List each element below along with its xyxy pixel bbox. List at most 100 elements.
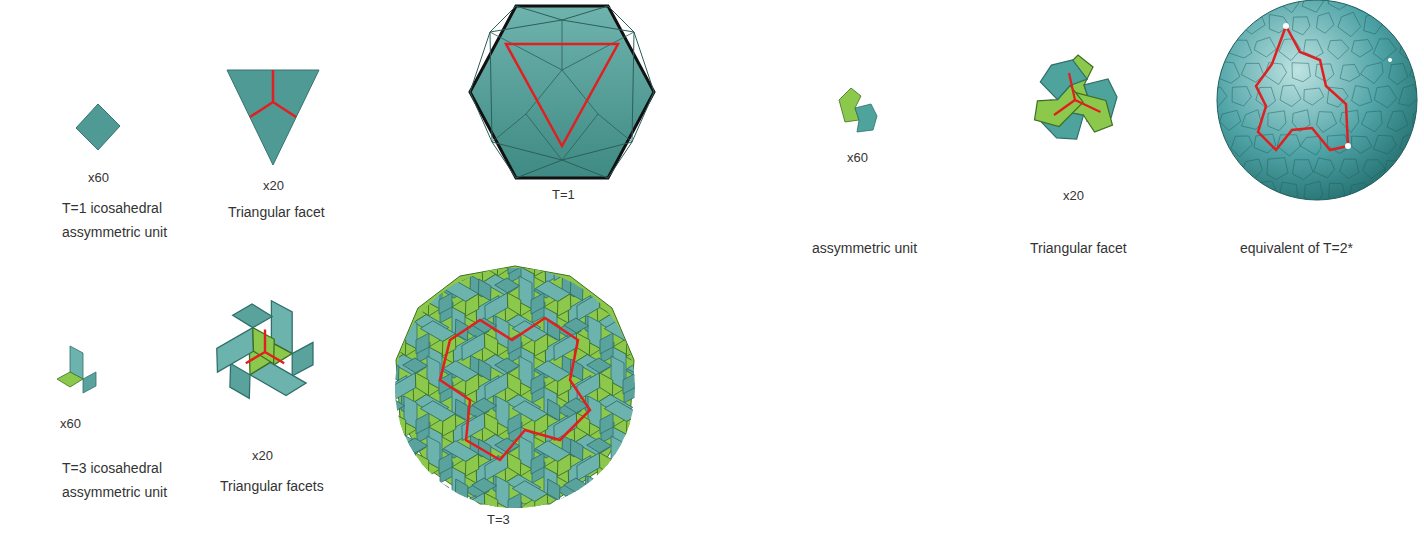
- capsid-tile: [1389, 64, 1408, 85]
- capsid-tile: [1254, 134, 1276, 153]
- capsid-tile: [1241, 159, 1262, 180]
- caption: equivalent of T=2*: [1240, 236, 1353, 260]
- icosahedron: [470, 6, 654, 178]
- caption: T=1 icosahedral assymmetric unit: [62, 196, 187, 244]
- capsid-tile: [1205, 87, 1227, 107]
- capsid-tile: [656, 355, 731, 430]
- capsid-tile: [1220, 110, 1241, 130]
- capsid-tile: [1412, 157, 1424, 177]
- capsid-tile: [1209, 182, 1229, 203]
- copy-count: x20: [1063, 188, 1084, 204]
- capsid-tile: [1400, 0, 1418, 10]
- capsid-tile: [1340, 110, 1359, 132]
- capsid-tile: [595, 414, 698, 517]
- caption: T=3 icosahedral assymmetric unit: [62, 456, 187, 504]
- capsid-tile: [1328, 0, 1347, 10]
- capsid-tile: [1400, 132, 1419, 153]
- capsid-tile: [656, 435, 731, 510]
- copy-count: x60: [847, 150, 868, 166]
- capsid-tile: [1207, 0, 1228, 10]
- capsid-tile: [1340, 159, 1359, 178]
- capsid-tile: [1232, 0, 1253, 9]
- capsid-tile: [1256, 0, 1274, 13]
- t2-capsid: [1205, 0, 1424, 204]
- capsid-tile: [541, 475, 616, 533]
- capsid-tile: [1304, 88, 1324, 105]
- capsid-tile: [1317, 112, 1337, 133]
- capsid-tile: [1208, 134, 1226, 154]
- caption: assymmetric unit: [812, 236, 917, 260]
- capsid-tile: [1254, 181, 1278, 202]
- asymmetric-unit: [839, 88, 877, 132]
- capsid-tile: [388, 454, 491, 533]
- asymmetric-unit: [76, 104, 120, 150]
- capsid-tile: [1329, 183, 1345, 203]
- capsid-tile: [1314, 158, 1335, 178]
- capsid-tile: [1245, 14, 1265, 34]
- caption: T=1: [552, 187, 575, 203]
- capsid-tile: [296, 214, 399, 317]
- capsid-tile: [1400, 40, 1421, 61]
- capsid-tile: [1269, 14, 1289, 33]
- capsid-tile: [1280, 85, 1301, 107]
- capsid-tile: [1410, 62, 1424, 81]
- capsid-tile: [1229, 40, 1252, 58]
- capsid-tile: [664, 454, 767, 533]
- caption: Triangular facet: [228, 200, 325, 224]
- capsid-tile: [1279, 182, 1298, 204]
- copy-count: x20: [263, 178, 284, 194]
- capsid-tile: [1374, 86, 1397, 108]
- capsid-tile: [1350, 0, 1370, 11]
- triangular-facet: [227, 70, 319, 165]
- t3-capsid: [288, 214, 767, 533]
- capsid-tile: [1304, 181, 1323, 204]
- capsid-tile: [1265, 63, 1287, 85]
- capsid-tile: [1280, 0, 1299, 13]
- capsid-tile: [1387, 111, 1408, 132]
- capsid-tile: [1207, 38, 1226, 59]
- capsid-tile: [1218, 15, 1239, 35]
- capsid-tile: [288, 275, 363, 350]
- capsid-tile: [288, 435, 363, 510]
- capsid-tile: [1267, 158, 1288, 180]
- capsid-tile: [1373, 39, 1396, 61]
- capsid-tile: [633, 395, 708, 470]
- capsid-tile: [1387, 13, 1408, 36]
- capsid-tile: [1316, 13, 1334, 34]
- capsid-tile: [1340, 64, 1360, 81]
- capsid-tile: [564, 435, 639, 510]
- capsid-tile: [1232, 87, 1251, 107]
- capsid-tile: [1363, 160, 1386, 179]
- copy-count: x20: [252, 448, 273, 464]
- capsid-tile: [633, 235, 708, 310]
- capsid-tile: [1300, 136, 1321, 155]
- capsid-tile: [357, 235, 432, 310]
- capsid-tile: [1352, 136, 1372, 153]
- capsid-tile: [357, 475, 432, 533]
- capsid-tile: [572, 454, 675, 533]
- capsid-tile: [1372, 0, 1394, 12]
- capsid-tile: [480, 454, 583, 533]
- capsid-tile: [1409, 14, 1424, 36]
- capsid-tile: [296, 294, 399, 397]
- capsid-tile: [1268, 111, 1286, 131]
- capsid-tile: [1292, 17, 1310, 35]
- capsid-tile: [1373, 180, 1394, 203]
- capsid-tile: [1219, 62, 1240, 83]
- capsid-tile: [633, 315, 708, 390]
- capsid-tile: [1254, 37, 1276, 57]
- capsid-tile: [1362, 111, 1383, 132]
- capsid-tile: [1302, 0, 1323, 12]
- capsid-tile: [664, 214, 767, 317]
- caption: Triangular facet: [1030, 236, 1127, 260]
- capsid-tile: [1292, 63, 1310, 82]
- capsid-tile: [319, 414, 422, 517]
- capsid-tile: [1399, 84, 1419, 106]
- capsid-tile: [1350, 183, 1373, 203]
- capsid-tile: [1338, 12, 1361, 36]
- caption: T=3: [487, 512, 510, 528]
- capsid-tile: [633, 475, 708, 533]
- capsid-tile: [1400, 184, 1420, 204]
- capsid-tile: [1361, 62, 1384, 83]
- capsid-tile: [1352, 86, 1372, 106]
